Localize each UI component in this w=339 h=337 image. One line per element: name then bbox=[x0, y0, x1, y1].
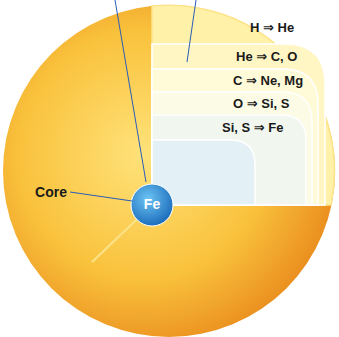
core-label: Core bbox=[35, 185, 67, 200]
iron-core bbox=[131, 184, 173, 226]
shell-label: C ⇒ Ne, Mg bbox=[233, 74, 303, 88]
core-element: Fe bbox=[144, 197, 160, 212]
leader-line bbox=[187, 0, 196, 62]
carbon-shell bbox=[152, 69, 318, 205]
shell-label: O ⇒ Si, S bbox=[233, 97, 289, 111]
leader-line bbox=[115, 0, 146, 182]
silicon-shell bbox=[152, 115, 306, 205]
shell-label: He ⇒ C, O bbox=[236, 50, 297, 64]
helium-shell bbox=[152, 44, 325, 205]
hydrogen-shell bbox=[152, 5, 334, 205]
shell-label: H ⇒ He bbox=[250, 21, 294, 35]
shell-label: Si, S ⇒ Fe bbox=[222, 121, 283, 135]
leader-line bbox=[70, 192, 132, 201]
star-sphere bbox=[3, 5, 335, 337]
oxygen-shell bbox=[152, 92, 312, 205]
